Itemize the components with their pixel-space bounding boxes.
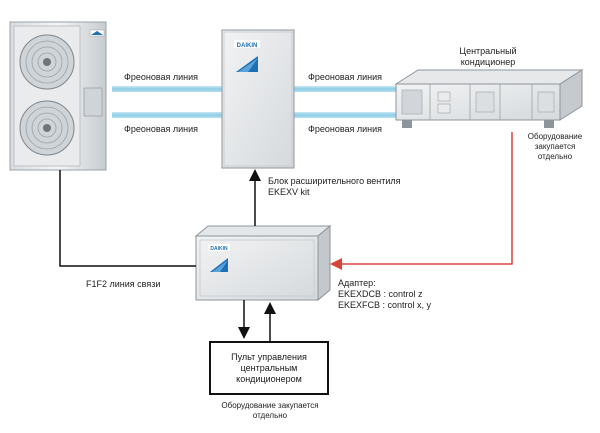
svg-text:DAIKIN: DAIKIN <box>210 246 228 252</box>
freon-pipe-lower-right <box>292 112 404 118</box>
ahu-note-line3: отдельно <box>537 152 573 161</box>
remote-note-line2: отдельно <box>252 411 288 420</box>
freon-line-label-lower-left: Фреоновая линия <box>124 124 199 134</box>
freon-line-label-upper-right: Фреоновая линия <box>308 72 383 82</box>
valve-block-label-line1: Блок расширительного вентиля <box>268 176 401 186</box>
f1f2-comm-wire <box>59 170 196 267</box>
remote-note-line1: Оборудование закупается <box>221 401 319 410</box>
daikin-logo-icon <box>89 29 105 37</box>
freon-line-label-upper-left: Фреоновая линия <box>124 72 199 82</box>
ahu-note-line2: закупается <box>534 142 576 151</box>
fan-icon <box>19 100 75 156</box>
remote-line2: центральным <box>240 362 298 373</box>
remote-line1: Пульт управления <box>231 351 307 362</box>
remote-note: Оборудование закупается отдельно <box>195 401 345 421</box>
adapter-box: DAIKIN <box>194 224 332 302</box>
central-ac-label-line1: Центральный <box>459 46 517 56</box>
adapter-title: Адаптер: <box>338 278 376 288</box>
ahu-note-line1: Оборудование <box>527 132 583 141</box>
outdoor-unit <box>9 21 107 171</box>
freon-line-label-lower-right: Фреоновая линия <box>308 124 383 134</box>
freon-pipes <box>112 86 404 118</box>
remote-control-box: Пульт управления центральным кондиционер… <box>209 341 329 395</box>
ahu-signal-wire <box>330 132 513 270</box>
fan-icon <box>19 34 75 90</box>
freon-pipe-lower-left <box>112 112 224 118</box>
valve-block-label-line2: EKEXV kit <box>268 187 310 197</box>
daikin-logo-icon: DAIKIN <box>208 244 230 272</box>
adapter-line2: EKEXFCB : control x, y <box>338 300 432 310</box>
central-air-handler <box>394 69 584 128</box>
central-ac-label: Центральный кондиционер <box>452 46 524 68</box>
freon-pipe-upper-left <box>112 86 224 92</box>
wires <box>59 132 513 341</box>
valve-block-label: Блок расширительного вентиля EKEXV kit <box>268 176 401 198</box>
adapter-line1: EKEXDCB : control z <box>338 289 423 299</box>
central-ac-label-line2: кондиционер <box>460 57 516 67</box>
ahu-note: Оборудование закупается отдельно <box>520 132 590 162</box>
comm-line-label: F1F2 линия связи <box>86 279 161 289</box>
freon-pipe-upper-right <box>292 86 404 92</box>
svg-text:DAIKIN: DAIKIN <box>237 43 258 49</box>
expansion-valve-block: DAIKIN <box>221 29 295 169</box>
adapter-label: Адаптер: EKEXDCB : control z EKEXFCB : c… <box>338 278 431 311</box>
daikin-logo-icon: DAIKIN <box>234 40 260 72</box>
remote-line3: кондиционером <box>236 373 302 384</box>
